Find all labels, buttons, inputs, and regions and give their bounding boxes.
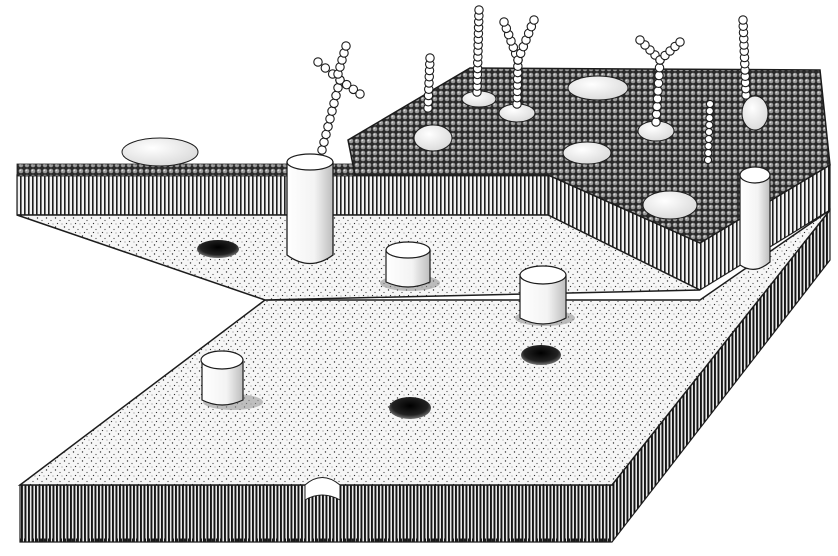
sugar-residue: [704, 156, 711, 163]
peripheral-protein: [122, 138, 198, 166]
sugar-residue: [326, 115, 334, 123]
sugar-residue: [652, 110, 660, 118]
sugar-residue: [636, 36, 644, 44]
sugar-residue: [342, 42, 350, 50]
fracture-pit: [389, 397, 431, 419]
sugar-residue: [475, 6, 483, 14]
sugar-residue: [320, 138, 328, 146]
sugar-residue: [654, 79, 662, 87]
fracture-pit: [197, 240, 239, 258]
sugar-residue: [322, 130, 330, 138]
sugar-residue: [324, 122, 332, 130]
sugar-residue: [330, 99, 338, 107]
sugar-residue: [739, 16, 747, 24]
edge-protein: [740, 167, 770, 269]
upper-leaflet-edge: [17, 175, 548, 215]
sugar-residue: [530, 16, 538, 24]
sugar-residue: [334, 84, 342, 92]
sugar-residue: [705, 128, 712, 135]
sugar-residue: [676, 38, 684, 46]
sugar-residue: [328, 107, 336, 115]
sugar-residue: [655, 71, 663, 79]
sugar-residue: [500, 18, 508, 26]
sugar-residue: [652, 118, 660, 126]
sugar-residue: [318, 146, 326, 154]
sugar-residue: [332, 91, 340, 99]
sugar-residue: [705, 142, 712, 149]
sugar-residue: [706, 107, 713, 114]
sugar-residue: [314, 58, 322, 66]
fracture-pit: [521, 345, 561, 365]
sugar-residue: [653, 95, 661, 103]
sugar-residue: [655, 64, 663, 72]
intramembrane-particle: [515, 266, 575, 326]
sugar-residue: [654, 87, 662, 95]
sugar-residue: [426, 54, 434, 62]
sugar-residue: [706, 121, 713, 128]
sugar-residue: [356, 90, 364, 98]
transmembrane-protein: [287, 154, 333, 264]
sugar-residue: [705, 135, 712, 142]
sugar-residue: [706, 100, 713, 107]
sugar-residue: [321, 64, 329, 72]
sugar-residue: [653, 102, 661, 110]
sugar-residue: [706, 114, 713, 121]
sugar-residue: [705, 149, 712, 156]
